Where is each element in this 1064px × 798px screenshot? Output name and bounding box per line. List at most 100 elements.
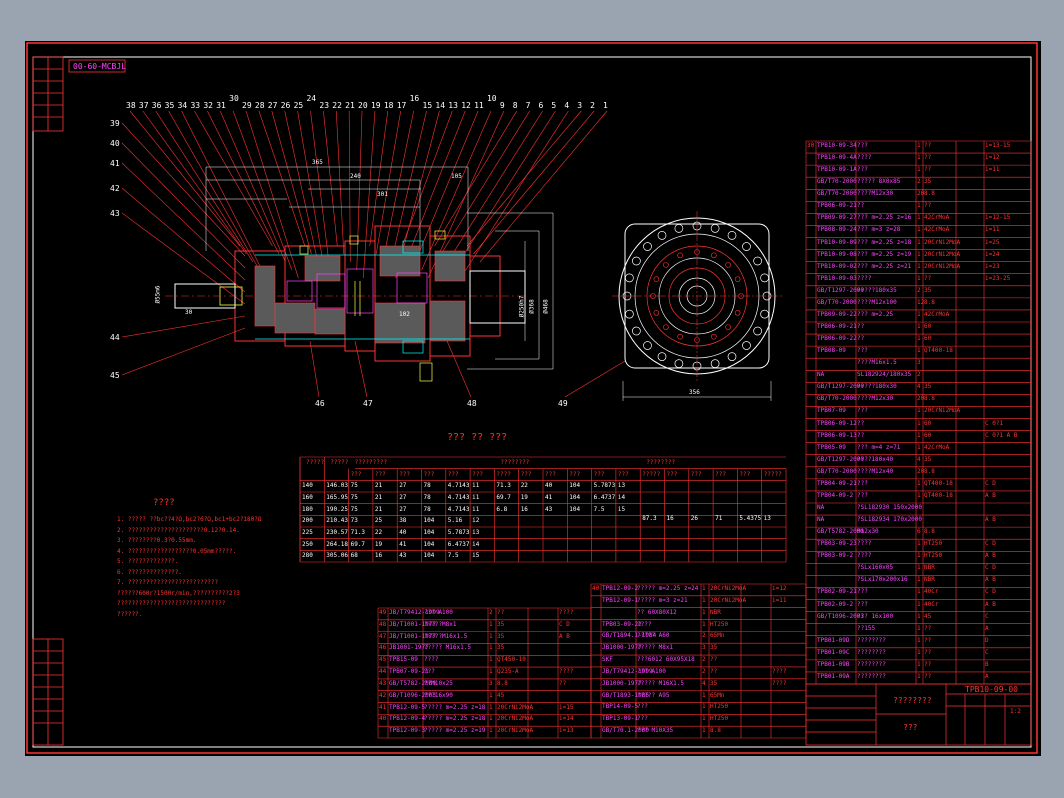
bom-cell: ?SLx160x05 <box>857 564 894 572</box>
bom-cell: ??? m=2.25 z=21 <box>857 262 912 270</box>
ratio-sub-header: ??? <box>617 470 629 478</box>
bom-cell: i=12 <box>772 585 787 592</box>
bom-cell: GB/T1096-2003 <box>389 691 436 699</box>
bom-cell: 20CrNi2MoA <box>710 585 747 592</box>
bom-cell: ??? <box>424 668 435 676</box>
bom-cell: ??? m=2.25 z=18 <box>857 238 912 246</box>
ratio-group-header: ???????? <box>500 459 530 466</box>
bom-cell: QT400-18 <box>924 347 953 355</box>
ratio-cell: 104 <box>423 552 435 560</box>
bom-cell: ?????180x30 <box>857 383 897 391</box>
bom-cell: ?SL182934 170x2000 <box>857 516 923 524</box>
tech-note-line: 2. ?????????????????????0.12?0.14. <box>117 526 240 534</box>
leader-36 <box>155 110 254 263</box>
ratio-cell: i3 <box>617 482 626 490</box>
bom-cell: 35 <box>497 632 505 640</box>
bom-cell: 20CrNi2MoA <box>497 703 534 711</box>
bom-cell: D <box>985 636 989 644</box>
bolt-hole <box>742 242 751 251</box>
ratio-group-header: ????? <box>306 459 325 466</box>
bom-cell: JB/T79412-1999 <box>389 609 440 616</box>
ratio-cell: 6.4737 <box>447 540 470 548</box>
bom-cell: 20CrNi2MoA <box>924 238 961 246</box>
inner-hole <box>711 252 717 259</box>
bom-cell: ?? <box>924 202 932 210</box>
bom-cell: 2 <box>702 632 706 640</box>
bom-cell: 1 <box>917 564 921 572</box>
leader-6 <box>447 110 543 263</box>
bom-cell: GB/T70-2000 <box>817 178 857 186</box>
bom-cell: TPB08-09 <box>817 347 846 355</box>
ratio-cell: 5.16 <box>447 517 463 525</box>
bom-cell: 20CrNi2MoA <box>924 262 961 270</box>
bom-cell: GB/T70-2000 <box>817 298 857 306</box>
ratio-cell: i4 <box>472 540 480 548</box>
bom-cell: C 0?1 A B <box>985 431 1018 439</box>
bom-cell: 2 <box>702 667 706 675</box>
part-number-29: 29 <box>242 101 252 110</box>
part-number-25: 25 <box>293 101 304 110</box>
bom-cell: ??? M10X35 <box>637 727 674 735</box>
bom-cell: 20CrNi2MoA <box>924 407 961 415</box>
bom-cell: GB/T1297-2000 <box>817 455 864 463</box>
inner-hole <box>694 337 700 343</box>
bom-cell: ?? <box>924 142 932 149</box>
bom-cell: 48 <box>379 620 387 628</box>
bom-cell: ????? 8X0x85 <box>857 178 901 186</box>
bom-cell: ???? <box>559 668 574 676</box>
bolt-hole <box>657 231 667 240</box>
bom-cell: 60 <box>924 323 932 330</box>
part-number-13: 13 <box>448 101 458 110</box>
bom-cell: ??M10x25 <box>424 679 453 687</box>
bom-cell: ?? <box>924 660 932 668</box>
bom-cell: JB/T1001-1977 <box>389 620 436 628</box>
bolt-hole <box>753 256 762 266</box>
part-number-23: 23 <box>319 101 330 110</box>
ratio-cell: 7.5 <box>593 505 605 513</box>
bom-cell: 1 <box>917 226 921 234</box>
bom-cell: 35 <box>924 286 932 294</box>
ratio-sub-header: ??? <box>350 470 362 478</box>
bom-cell: i=15 <box>559 703 574 711</box>
bom-cell: 44 <box>379 668 387 676</box>
ratio-cell: 4.7143 <box>447 494 470 501</box>
ratio-cell: 21 <box>374 505 383 513</box>
leader-44 <box>121 315 246 338</box>
bom-cell: ?? <box>924 636 932 644</box>
bom-cell: GB/T70-2000 <box>817 190 857 198</box>
bom-cell: 46 <box>379 644 387 652</box>
bom-cell: ?????180x35 <box>857 286 897 294</box>
bom-cell: 1 <box>702 703 706 711</box>
bom-cell: ?? <box>710 667 718 675</box>
bom-cell: 20CrNi2MoA <box>924 250 961 258</box>
bom-cell: ??? m=3 z=28 <box>857 226 901 234</box>
bom-cell: 2 <box>702 656 706 664</box>
bom-cell: 1 <box>917 479 921 487</box>
bom-cell: ??? <box>637 703 648 711</box>
part-number-17: 17 <box>396 101 407 110</box>
ratio-cell: 210.43 <box>326 517 348 525</box>
bom-cell: 42CrMoA <box>924 226 950 234</box>
ratio-sub-header: ??? <box>374 470 386 478</box>
leader-35 <box>168 110 260 271</box>
bom-cell: 1 <box>917 600 921 608</box>
bom-cell: TPB10-09-4A <box>817 154 857 162</box>
part-number-14: 14 <box>435 101 446 110</box>
bom-cell: QT400-18 <box>924 491 953 499</box>
bom-cell: ?? <box>924 648 932 656</box>
bom-cell: 1 <box>489 620 493 628</box>
part-number-27: 27 <box>267 101 278 110</box>
leader-lines <box>121 110 626 398</box>
leader-4 <box>460 110 569 279</box>
bom-cell: 35 <box>710 644 718 652</box>
bolt-hole <box>692 221 702 231</box>
bom-cell: ????? m=2.25 z=19 <box>424 727 486 735</box>
bom-cell: 1 <box>489 656 493 664</box>
part-number-3: 3 <box>577 101 583 110</box>
bom-cell: JB/T79412-1999 <box>602 667 653 675</box>
ratio-cell: 27 <box>399 505 407 513</box>
part-number-35: 35 <box>164 101 175 110</box>
bom-cell: A B <box>985 600 996 608</box>
bom-cell: i=11 <box>772 596 787 604</box>
bom-cell: 35 <box>924 178 932 186</box>
